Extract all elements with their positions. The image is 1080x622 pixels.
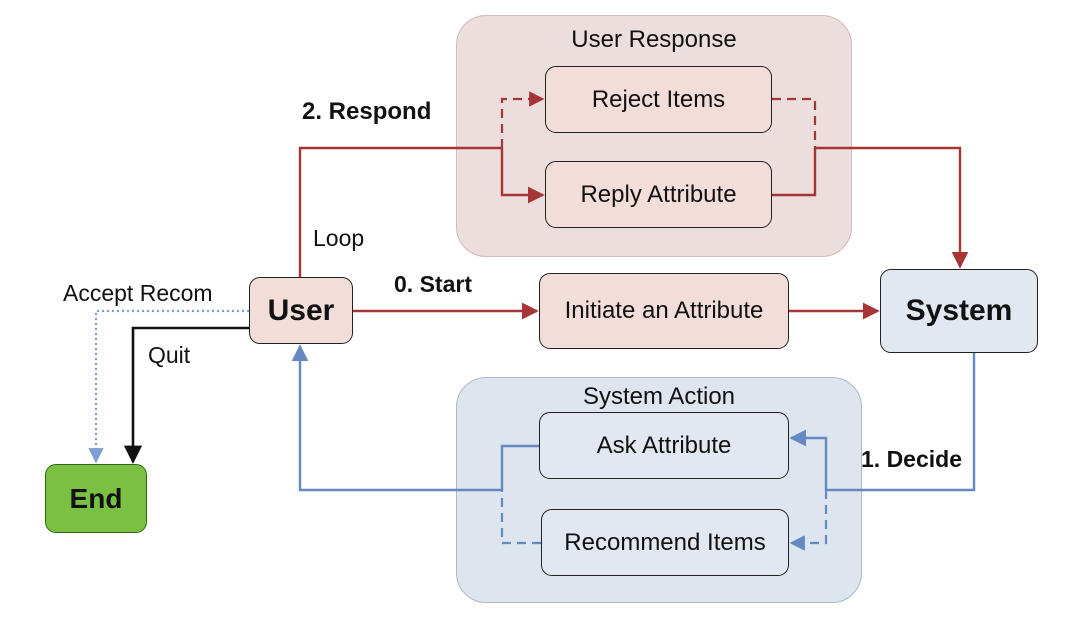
start-label: 0. Start bbox=[394, 271, 472, 297]
accept-recom-label: Accept Recom bbox=[63, 280, 213, 306]
user-node: User bbox=[249, 277, 353, 344]
reply-out-edge bbox=[772, 148, 817, 197]
initiate-attribute-node: Initiate an Attribute bbox=[539, 273, 789, 349]
response-to-system-edge bbox=[815, 146, 969, 269]
end-node: End bbox=[45, 464, 147, 533]
decide-to-ask-edge bbox=[789, 429, 828, 490]
system-node: System bbox=[880, 269, 1038, 353]
user-response-title: User Response bbox=[571, 26, 737, 53]
decide-label: 1. Decide bbox=[861, 446, 962, 472]
loop-label: Loop bbox=[313, 225, 365, 251]
reject-items-node: Reject Items bbox=[545, 66, 772, 133]
reject-out-edge bbox=[772, 97, 817, 148]
system-action-title: System Action bbox=[582, 383, 736, 410]
decide-edge bbox=[826, 353, 976, 492]
quit-label: Quit bbox=[148, 342, 191, 368]
ask-out-edge bbox=[500, 444, 539, 490]
quit-edge bbox=[123, 326, 249, 464]
ask-attribute-node: Ask Attribute bbox=[539, 412, 789, 479]
decide-to-recommend-edge bbox=[789, 490, 828, 551]
respond-to-reply-edge bbox=[500, 148, 545, 204]
respond-to-reject-edge bbox=[500, 91, 545, 148]
reply-attribute-node: Reply Attribute bbox=[545, 161, 772, 228]
recommend-items-node: Recommend Items bbox=[541, 509, 789, 576]
action-to-user-edge bbox=[291, 344, 502, 492]
recommend-out-edge bbox=[500, 490, 541, 545]
accept-recom-edge bbox=[88, 309, 249, 464]
respond-label: 2. Respond bbox=[302, 98, 432, 125]
respond-edge bbox=[298, 146, 502, 277]
